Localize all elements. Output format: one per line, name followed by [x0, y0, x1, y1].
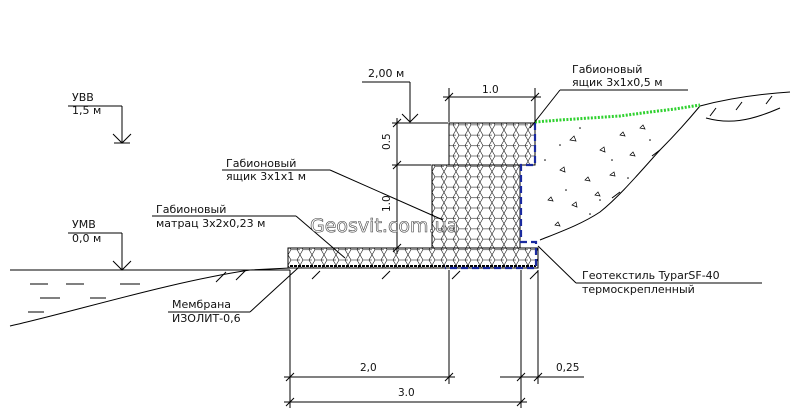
upper-bank	[611, 91, 791, 199]
top-box-label-2: ящик 3х1х0,5 м	[572, 76, 663, 89]
umv-value: 0,0 м	[72, 232, 101, 245]
watermark: Geosvit.com.ua	[310, 215, 458, 237]
river-bed	[9, 267, 539, 327]
gabion-box-upper	[448, 122, 536, 166]
mid-box-label-1: Габионовый	[226, 157, 296, 170]
mid-box-label-2: ящик 3х1х1 м	[226, 170, 306, 183]
geotextile-label-1: Геотекстиль TyparSF-40	[582, 269, 720, 282]
dim-top-height-label: 0.5	[381, 133, 393, 150]
dim-mid-height-label: 1.0	[381, 195, 393, 212]
membrane-label-1: Мембрана	[172, 298, 231, 311]
low-water-level-marker: УМВ 0,0 м	[68, 218, 132, 271]
uvv-value: 1,5 м	[72, 104, 101, 117]
membrane-label-2: ИЗОЛИТ-0,6	[172, 312, 241, 325]
backfill-soil	[535, 105, 701, 242]
dimension-bottom: 2,0 3.0 0,25	[284, 270, 584, 408]
callout-mid-box: Габионовый ящик 3х1х1 м	[222, 157, 444, 221]
uvv-title: УВВ	[72, 91, 94, 104]
dim-offset-label: 0,25	[556, 362, 579, 374]
height-marker: 2,00 м	[362, 67, 419, 123]
geotextile-layer	[445, 123, 538, 270]
callout-top-box: Габионовый ящик 3х1х0,5 м	[529, 63, 688, 129]
dimension-vertical-chain: 0.5 1.0	[381, 118, 448, 254]
high-water-level-marker: УВВ 1,5 м	[68, 91, 132, 144]
geotextile-label-2: термоскрепленный	[582, 283, 695, 296]
gabion-mattress	[287, 247, 539, 269]
callout-membrane: Мембрана ИЗОЛИТ-0,6	[168, 267, 299, 325]
dim-total-width-label: 3.0	[398, 387, 415, 399]
dim-top-width-label: 1.0	[482, 84, 499, 96]
umv-title: УМВ	[72, 218, 96, 231]
water-surface	[10, 269, 290, 313]
dimension-top-width: 1.0	[443, 84, 541, 122]
grass-cover	[534, 103, 701, 124]
height-tag-label: 2,00 м	[368, 67, 404, 80]
mattress-label-1: Габионовый	[156, 203, 226, 216]
mattress-label-2: матрац 3х2х0,23 м	[156, 217, 265, 230]
callout-mattress: Габионовый матрац 3х2х0,23 м	[152, 203, 346, 259]
top-box-label-1: Габионовый	[572, 63, 642, 76]
callout-geotextile: Геотекстиль TyparSF-40 термоскрепленный	[537, 245, 762, 296]
dim-base-width-label: 2,0	[360, 362, 377, 374]
